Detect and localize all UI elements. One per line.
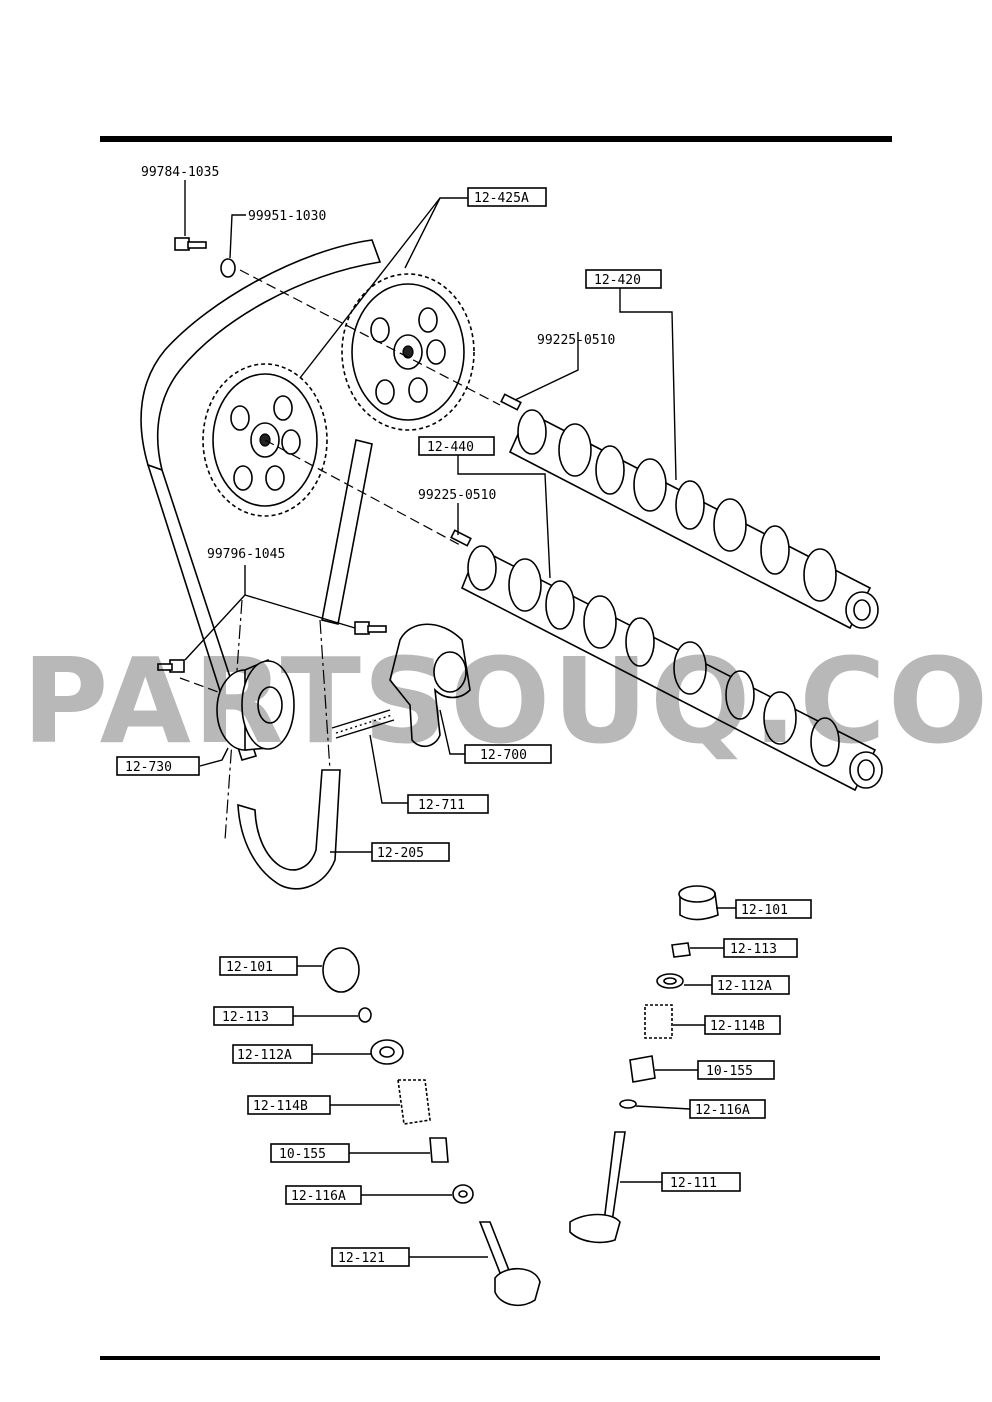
label-r-12-114B: 12-114B (710, 1019, 765, 1034)
valve-assy-right (569, 885, 719, 1244)
bottom-rule (100, 1356, 880, 1360)
tensioner-spring (331, 709, 395, 739)
valve-assy-left (322, 947, 541, 1307)
label-f-12-114B: 12-114B (253, 1099, 308, 1114)
camshaft-exhaust (508, 409, 879, 630)
label-f-12-116A: 12-116A (291, 1189, 346, 1204)
label-12-420: 12-420 (594, 273, 641, 288)
label-99225-0510-a: 99225-0510 (537, 333, 615, 348)
cam-pulley-rear (341, 273, 475, 431)
bolt-tensioner (157, 621, 387, 673)
label-f-12-112A: 12-112A (237, 1048, 292, 1063)
bolt-pulley (174, 237, 207, 251)
label-r-12-112A: 12-112A (717, 979, 772, 994)
label-99951-1030: 99951-1030 (248, 209, 326, 224)
top-rule (100, 136, 892, 142)
label-r-10-155: 10-155 (706, 1064, 753, 1079)
idler-pulley (216, 658, 295, 751)
label-12-711: 12-711 (418, 798, 465, 813)
label-r-12-111: 12-111 (670, 1176, 717, 1191)
label-12-440: 12-440 (427, 440, 474, 455)
label-r-12-101: 12-101 (741, 903, 788, 918)
label-12-700: 12-700 (480, 748, 527, 763)
label-r-12-113: 12-113 (730, 942, 777, 957)
label-12-425A: 12-425A (474, 191, 529, 206)
washer (220, 258, 236, 278)
tensioner (389, 623, 471, 748)
label-f-12-113: 12-113 (222, 1010, 269, 1025)
label-12-730: 12-730 (125, 760, 172, 775)
label-99796-1045: 99796-1045 (207, 547, 285, 562)
label-12-205: 12-205 (377, 846, 424, 861)
timing-belt (140, 239, 382, 890)
camshaft-intake (460, 545, 883, 792)
label-99225-0510-b: 99225-0510 (418, 488, 496, 503)
label-99784-1035: 99784-1035 (141, 165, 219, 180)
label-f-10-155: 10-155 (279, 1147, 326, 1162)
label-f-12-101: 12-101 (226, 960, 273, 975)
label-f-12-121: 12-121 (338, 1251, 385, 1266)
leader-lines (184, 180, 736, 1258)
label-r-12-116A: 12-116A (695, 1103, 750, 1118)
